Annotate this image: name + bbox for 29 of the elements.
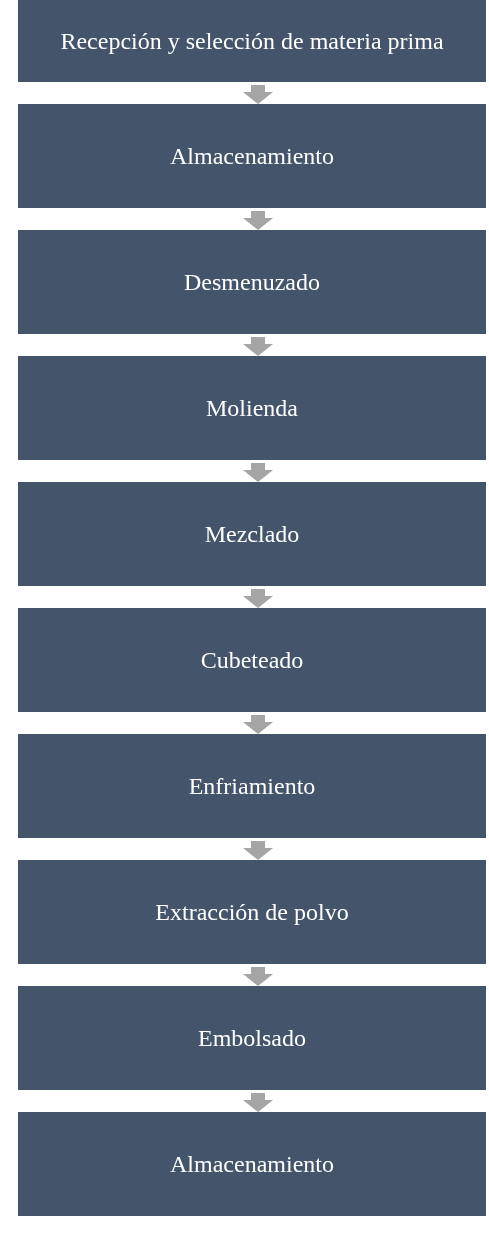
process-box [18,860,486,964]
process-box [18,104,486,208]
step-label: Molienda [206,394,298,423]
step-label: Extracción de polvo [155,898,349,927]
process-box [18,734,486,838]
step-label: Cubeteado [200,646,304,675]
process-box [18,0,486,82]
arrow [243,967,273,986]
arrow [243,463,273,482]
arrow [243,85,273,104]
step-label: Embolsado [198,1024,306,1053]
arrow [243,211,273,230]
step-label: Almacenamiento [170,142,334,171]
step-label: Mezclado [204,520,300,549]
process-box [18,482,486,586]
process-box [18,608,486,712]
arrow [243,589,273,608]
step-label: Desmenuzado [184,268,320,297]
process-box [18,230,486,334]
process-box [18,356,486,460]
arrow [243,715,273,734]
process-box [18,1112,486,1216]
arrow [243,1093,273,1112]
step-label: Almacenamiento [170,1150,334,1179]
process-box [18,986,486,1090]
step-label: Recepción y selección de materia prima [60,27,444,56]
step-label: Enfriamiento [188,772,316,801]
arrow [243,841,273,860]
arrow [243,337,273,356]
